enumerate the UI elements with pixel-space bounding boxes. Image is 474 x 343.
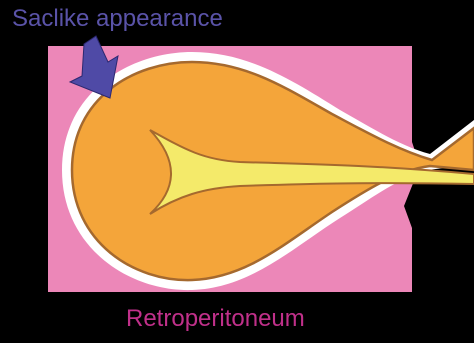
retroperitoneum-label: Retroperitoneum xyxy=(126,306,305,332)
title-label: Saclike appearance xyxy=(12,6,223,32)
